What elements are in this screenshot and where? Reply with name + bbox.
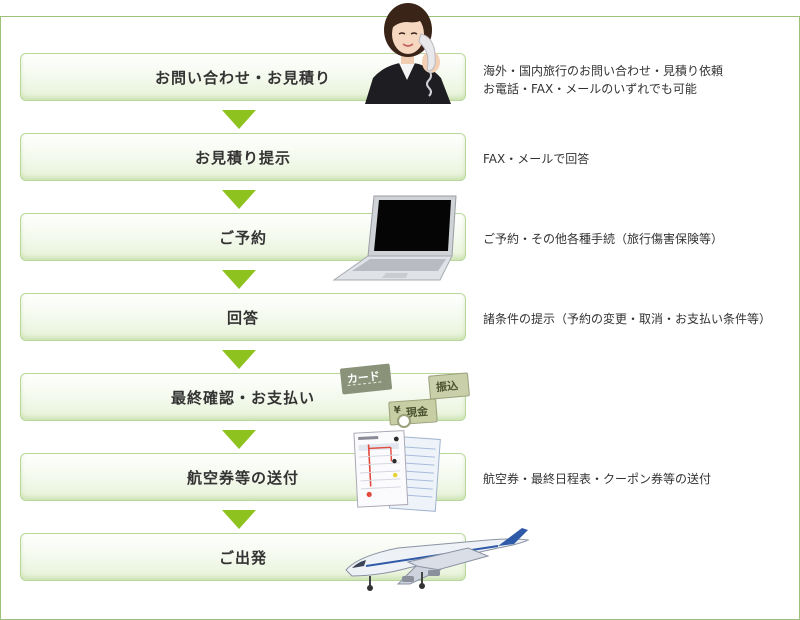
step-label: 回答 — [21, 307, 465, 328]
description-line: お電話・FAX・メールのいずれでも可能 — [483, 80, 723, 98]
description-line: 航空券・最終日程表・クーポン券等の送付 — [483, 470, 711, 488]
step-answer: 回答 — [20, 293, 466, 341]
step-description: FAX・メールで回答 — [483, 150, 589, 168]
description-line: 諸条件の提示（予約の変更・取消・お支払い条件等） — [483, 310, 771, 328]
card-tag-icon: カード — [340, 363, 392, 394]
transfer-tag-icon: 振込 — [428, 372, 470, 399]
step-description: 航空券・最終日程表・クーポン券等の送付 — [483, 470, 711, 488]
itinerary-document-icon — [348, 428, 444, 514]
flow-arrow — [222, 190, 256, 209]
description-line: FAX・メールで回答 — [483, 150, 589, 168]
step-estimate: お見積り提示 — [20, 133, 466, 181]
payment-tags-icon: カード 振込 ¥ 現金 — [335, 360, 475, 432]
step-label: お見積り提示 — [21, 147, 465, 168]
cash-tag-icon: ¥ 現金 — [388, 398, 438, 425]
flow-arrow — [222, 510, 256, 529]
transfer-tag-label: 振込 — [435, 377, 458, 395]
description-line: 海外・国内旅行のお問い合わせ・見積り依頼 — [483, 62, 723, 80]
flow-arrow — [222, 430, 256, 449]
step-description: 諸条件の提示（予約の変更・取消・お支払い条件等） — [483, 310, 771, 328]
flow-arrow — [222, 350, 256, 369]
airplane-icon — [338, 526, 534, 592]
step-description: ご予約・その他各種手続（旅行傷害保険等） — [483, 230, 723, 248]
flow-arrow — [222, 110, 256, 129]
laptop-icon — [330, 192, 460, 284]
description-line: ご予約・その他各種手続（旅行傷害保険等） — [483, 230, 723, 248]
operator-photo-icon — [355, 0, 465, 104]
flow-arrow — [222, 270, 256, 289]
step-description: 海外・国内旅行のお問い合わせ・見積り依頼 お電話・FAX・メールのいずれでも可能 — [483, 62, 723, 98]
